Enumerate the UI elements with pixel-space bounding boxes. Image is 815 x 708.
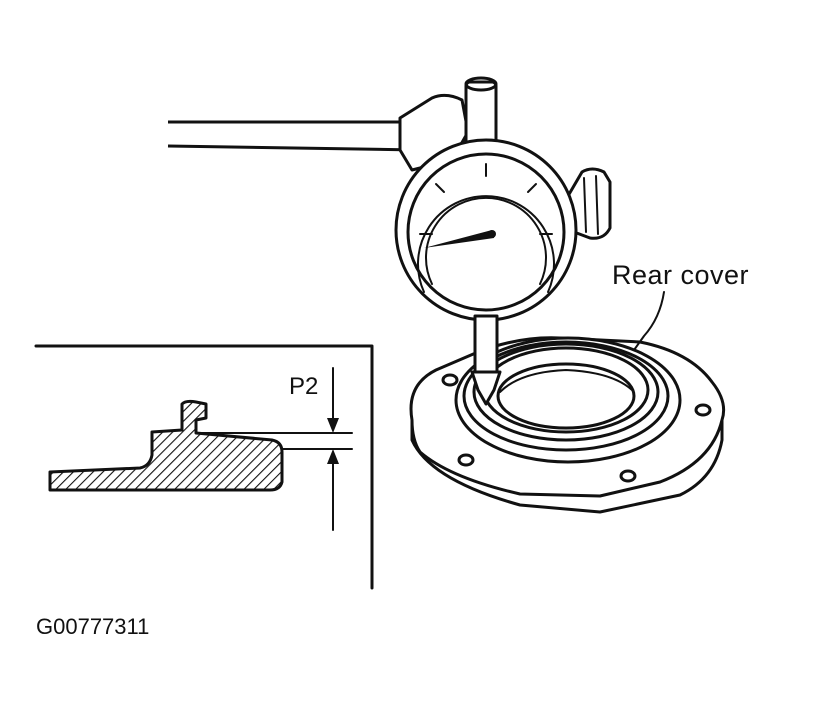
dim-arrow-bottom-head: [327, 449, 339, 464]
figure-id: G00777311: [36, 614, 149, 639]
boss-ring-2: [462, 340, 670, 452]
dim-arrow-top-head: [327, 418, 339, 433]
plunger-stem: [473, 314, 499, 376]
bolt-hole: [457, 453, 475, 467]
boss-ring-3: [472, 342, 660, 442]
dial-scale-arc: [417, 195, 555, 293]
bolt-hole: [694, 403, 712, 417]
dial-needle: [424, 230, 494, 248]
bolt-hole: [441, 373, 459, 387]
cover-cross-section: [48, 399, 284, 492]
holder-arm: [167, 120, 420, 152]
section-inset: P2: [34, 344, 374, 590]
bolt-hole: [619, 469, 637, 483]
dial-scale-arc-inner: [425, 196, 547, 285]
dial-face: [406, 152, 566, 312]
dimension-label: P2: [289, 373, 318, 400]
rear-cover-label: Rear cover: [612, 260, 749, 290]
callout-leader: [633, 291, 665, 351]
inset-frame: [34, 344, 374, 590]
dial-tick: [435, 183, 445, 193]
adjust-knob-groove: [583, 177, 587, 233]
plunger-tip: [470, 370, 502, 406]
dial-center-pin: [488, 230, 496, 238]
rear-cover: [409, 336, 726, 514]
bore: [496, 362, 636, 430]
top-stem-cap: [464, 76, 498, 92]
adjust-knob-groove: [595, 175, 599, 235]
rear-cover-callout: Rear cover: [612, 260, 749, 351]
bore-shadow: [499, 369, 633, 393]
dial-tick: [527, 183, 537, 193]
dial-indicator: [167, 76, 612, 406]
adjust-knob: [566, 167, 612, 240]
